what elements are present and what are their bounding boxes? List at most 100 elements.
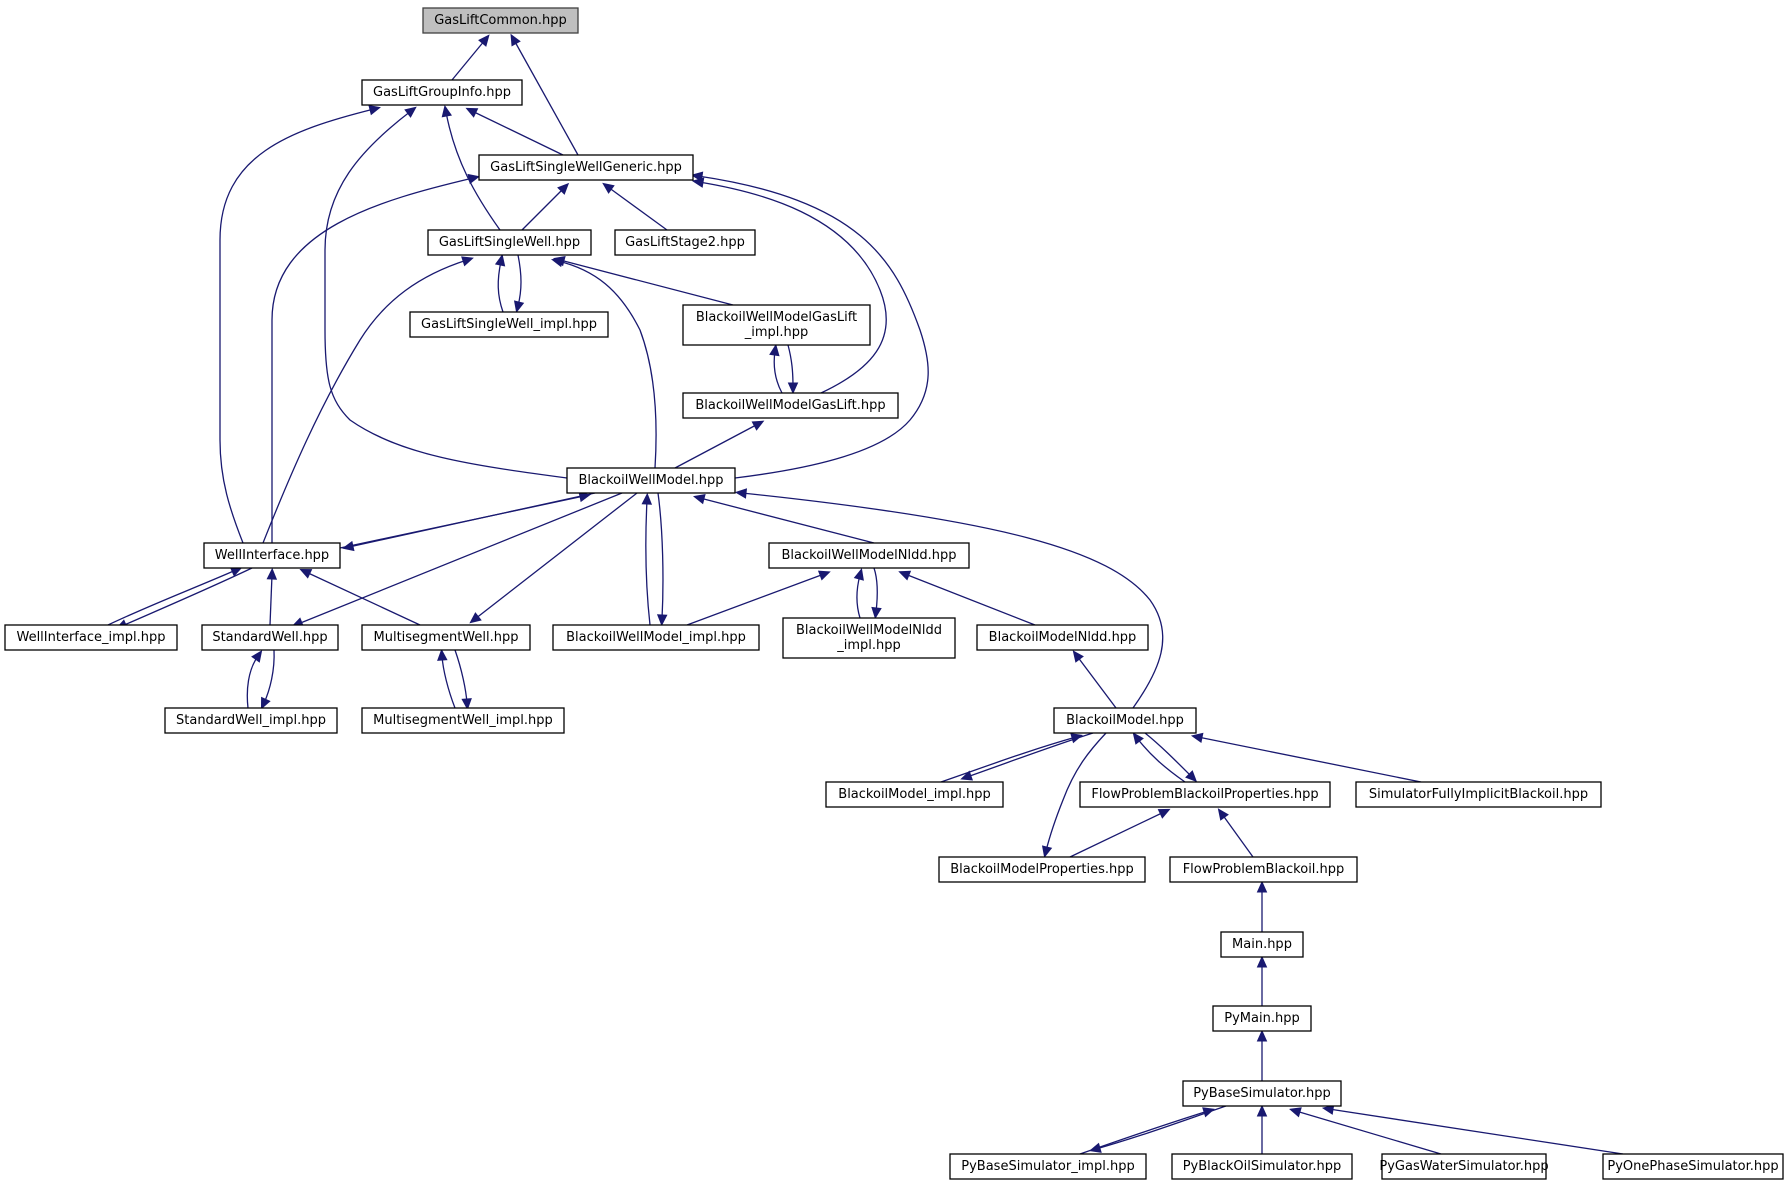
node-box[interactable]	[976, 624, 1149, 651]
node-wellinterface[interactable]: WellInterface.hpp	[203, 542, 341, 569]
node-label: BlackoilWellModel_impl.hpp	[566, 630, 746, 645]
node-multisegmentwell-impl[interactable]: MultisegmentWell_impl.hpp	[361, 707, 565, 734]
node-label: GasLiftSingleWellGeneric.hpp	[490, 160, 682, 175]
node-pyonephasesimulator[interactable]: PyOnePhaseSimulator.hpp	[1602, 1153, 1784, 1180]
node-box[interactable]	[422, 7, 579, 34]
node-box[interactable]	[682, 304, 871, 346]
edge-BlackoilModel-to-BlackoilWellModel	[734, 488, 1164, 709]
node-pygaswatersimulator[interactable]: PyGasWaterSimulator.hpp	[1379, 1153, 1549, 1180]
edge-line	[445, 111, 501, 231]
node-label: StandardWell.hpp	[212, 630, 327, 645]
node-box[interactable]	[782, 617, 956, 659]
node-gasliftsinglewell-impl[interactable]: GasLiftSingleWell_impl.hpp	[409, 311, 609, 338]
edge-line	[1045, 732, 1107, 852]
node-box[interactable]	[1355, 781, 1602, 808]
node-pyblackoilsimulator[interactable]: PyBlackOilSimulator.hpp	[1171, 1153, 1353, 1180]
node-label: PyOnePhaseSimulator.hpp	[1607, 1159, 1778, 1174]
node-blackoilmodel-impl[interactable]: BlackoilModel_impl.hpp	[825, 781, 1004, 808]
node-box[interactable]	[938, 856, 1146, 883]
node-box[interactable]	[1220, 931, 1304, 958]
node-box[interactable]	[361, 79, 523, 106]
node-gasliftgroupinfo[interactable]: GasLiftGroupInfo.hpp	[361, 79, 523, 106]
edge-PyBaseSimulator-to-PyMain	[1256, 1029, 1268, 1081]
node-box[interactable]	[1171, 1153, 1353, 1180]
node-blackoilwellmodelgaslift[interactable]: BlackoilWellModelGasLift.hpp	[682, 392, 899, 419]
node-pymain[interactable]: PyMain.hpp	[1212, 1005, 1312, 1032]
node-box[interactable]	[552, 624, 760, 651]
node-box[interactable]	[1381, 1153, 1547, 1180]
edge-PyGasWaterSimulator-to-PyBaseSimulator	[1289, 1107, 1442, 1155]
node-box[interactable]	[614, 229, 756, 256]
edge-BlackoilModel-to-BlackoilModel_impl	[960, 732, 1094, 781]
node-blackoilwellmodelgaslift-impl[interactable]: BlackoilWellModelGasLift_impl.hpp	[682, 304, 871, 346]
node-box[interactable]	[949, 1153, 1147, 1180]
node-pybasesimulator-impl[interactable]: PyBaseSimulator_impl.hpp	[949, 1153, 1147, 1180]
node-label: PyMain.hpp	[1224, 1011, 1299, 1026]
node-box[interactable]	[361, 624, 531, 651]
node-box[interactable]	[1053, 707, 1197, 734]
edge-BlackoilWellModel-to-BlackoilWellModel_impl	[656, 492, 668, 627]
node-box[interactable]	[201, 624, 339, 651]
node-flowproblemblackoil[interactable]: FlowProblemBlackoil.hpp	[1169, 856, 1358, 883]
arrowhead-icon	[341, 540, 355, 552]
node-label: BlackoilWellModelNldd.hpp	[782, 548, 957, 563]
node-blackoilwellmodel[interactable]: BlackoilWellModel.hpp	[566, 467, 736, 494]
node-label: BlackoilModel.hpp	[1066, 713, 1184, 728]
edge-line	[559, 259, 734, 306]
edge-StandardWell-to-StandardWell_impl	[260, 649, 275, 710]
node-box[interactable]	[478, 154, 694, 181]
edge-line	[474, 492, 638, 620]
node-blackoilmodelnldd[interactable]: BlackoilModelNldd.hpp	[976, 624, 1149, 651]
edge-BlackoilModel-to-FlowProblemBlackoilProperties	[1144, 732, 1198, 783]
node-wellinterface-impl[interactable]: WellInterface_impl.hpp	[4, 624, 178, 651]
node-gasliftcommon[interactable]: GasLiftCommon.hpp	[422, 7, 579, 34]
node-box[interactable]	[1169, 856, 1358, 883]
node-blackoilmodelproperties[interactable]: BlackoilModelProperties.hpp	[938, 856, 1146, 883]
node-box[interactable]	[409, 311, 609, 338]
node-box[interactable]	[4, 624, 178, 651]
node-gasliftstage2[interactable]: GasLiftStage2.hpp	[614, 229, 756, 256]
edge-line	[940, 736, 1077, 783]
node-multisegmentwell[interactable]: MultisegmentWell.hpp	[361, 624, 531, 651]
node-box[interactable]	[825, 781, 1004, 808]
node-label: BlackoilModelProperties.hpp	[950, 862, 1134, 877]
edge-line	[699, 497, 875, 544]
edge-line	[497, 260, 504, 313]
node-blackoilwellmodelnldd[interactable]: BlackoilWellModelNldd.hpp	[768, 542, 970, 569]
node-label: PyBlackOilSimulator.hpp	[1183, 1159, 1342, 1174]
node-label: PyBaseSimulator_impl.hpp	[961, 1159, 1134, 1174]
node-standardwell-impl[interactable]: StandardWell_impl.hpp	[164, 707, 338, 734]
node-pybasesimulator[interactable]: PyBaseSimulator.hpp	[1182, 1080, 1342, 1107]
node-blackoilwellmodelnldd-impl[interactable]: BlackoilWellModelNldd_impl.hpp	[782, 617, 956, 659]
node-label: Main.hpp	[1232, 937, 1292, 952]
node-gasliftsinglewellgeneric[interactable]: GasLiftSingleWellGeneric.hpp	[478, 154, 694, 181]
edge-BlackoilWellModelNldd_impl-to-BlackoilWellModelNldd	[853, 568, 864, 619]
node-box[interactable]	[566, 467, 736, 494]
node-box[interactable]	[1602, 1153, 1784, 1180]
edge-MultisegmentWell_impl-to-MultisegmentWell	[437, 648, 456, 709]
node-main[interactable]: Main.hpp	[1220, 931, 1304, 958]
node-flowproblemblackoilproperties[interactable]: FlowProblemBlackoilProperties.hpp	[1079, 781, 1331, 808]
node-label: SimulatorFullyImplicitBlackoil.hpp	[1369, 787, 1588, 802]
node-standardwell[interactable]: StandardWell.hpp	[201, 624, 339, 651]
edge-line	[517, 254, 522, 307]
node-blackoilwellmodel-impl[interactable]: BlackoilWellModel_impl.hpp	[552, 624, 760, 651]
node-gasliftsinglewell[interactable]: GasLiftSingleWell.hpp	[427, 229, 592, 256]
edge-line	[219, 108, 375, 544]
node-box[interactable]	[361, 707, 565, 734]
node-blackoilmodel[interactable]: BlackoilModel.hpp	[1053, 707, 1197, 734]
node-box[interactable]	[1212, 1005, 1312, 1032]
node-box[interactable]	[1079, 781, 1331, 808]
node-box[interactable]	[203, 542, 341, 569]
node-simulatorfullyimplicitblackoil[interactable]: SimulatorFullyImplicitBlackoil.hpp	[1355, 781, 1602, 808]
node-box[interactable]	[768, 542, 970, 569]
arrowhead-icon	[266, 567, 278, 580]
node-box[interactable]	[164, 707, 338, 734]
arrowhead-icon	[513, 300, 525, 314]
arrowhead-icon	[467, 173, 481, 185]
node-box[interactable]	[682, 392, 899, 419]
node-box[interactable]	[427, 229, 592, 256]
arrowhead-icon	[871, 606, 882, 620]
node-box[interactable]	[1182, 1080, 1342, 1107]
edge-WellInterface-to-GasLiftSingleWellGeneric	[271, 173, 481, 543]
